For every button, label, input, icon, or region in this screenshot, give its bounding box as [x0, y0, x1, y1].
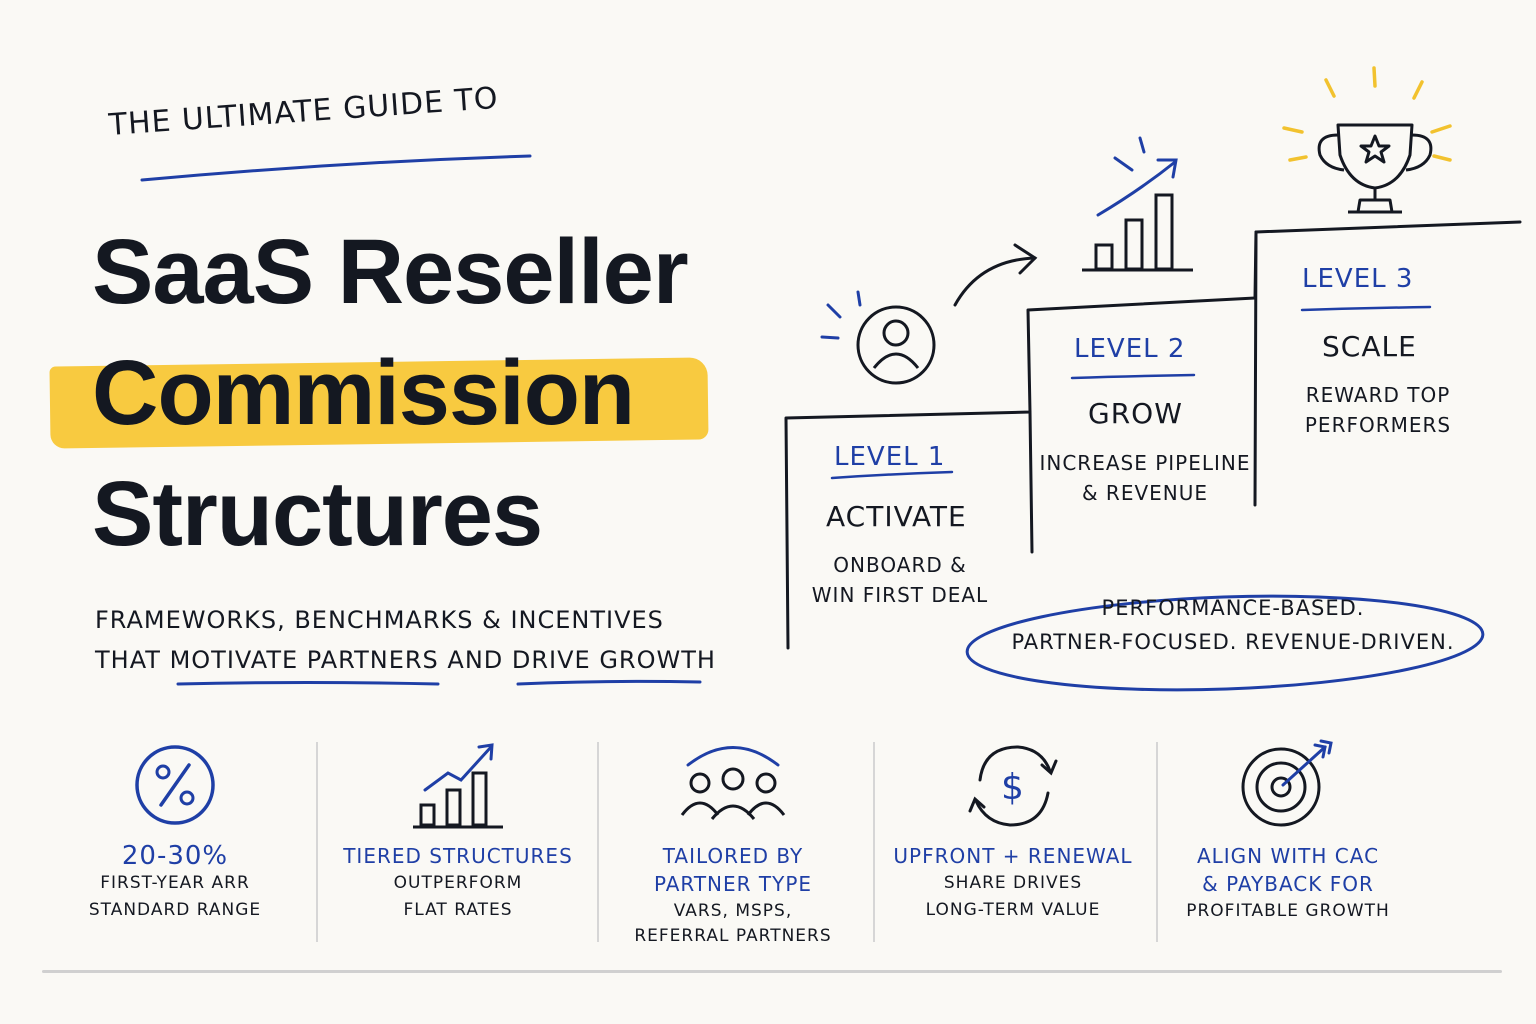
stat-heading: & PAYBACK FOR — [1202, 872, 1374, 896]
level-2-name: GROW — [1088, 397, 1183, 430]
stat-heading: PARTNER TYPE — [653, 872, 813, 896]
stat-body: OUTPERFORM — [393, 873, 523, 893]
stat-body: PROFITABLE GROWTH — [1186, 901, 1390, 921]
stat-body: VARS, MSPS, — [673, 901, 793, 921]
kicker: THE ULTIMATE GUIDE TO — [107, 80, 500, 143]
divider — [316, 742, 318, 942]
subtitle-mid: AND — [438, 646, 512, 674]
level-3-name: SCALE — [1322, 330, 1417, 363]
stat-upfront-renewal: $ UPFRONT + RENEWAL SHARE DRIVES LONG-TE… — [873, 730, 1153, 924]
stat-body: LONG-TERM VALUE — [925, 900, 1101, 920]
level-1-desc: ONBOARD &WIN FIRST DEAL — [811, 553, 989, 607]
stat-tiered-structures: TIERED STRUCTURES OUTPERFORM FLAT RATES — [318, 730, 598, 924]
tagline-line-1: PERFORMANCE-BASED. — [1101, 596, 1365, 620]
growth-chart-icon — [413, 743, 503, 829]
divider — [873, 742, 875, 942]
partners-group-icon — [680, 746, 786, 820]
stat-body: FLAT RATES — [403, 900, 513, 920]
level-1-label: LEVEL 1 — [834, 442, 946, 472]
dollar-cycle-icon: $ — [968, 745, 1058, 827]
stat-heading: 20-30% — [121, 841, 229, 871]
subtitle-emphasis-2: DRIVE GROWTH — [511, 646, 716, 674]
subtitle-line-2: THAT MOTIVATE PARTNERS AND DRIVE GROWTH — [95, 646, 716, 674]
bottom-rule — [42, 970, 1502, 973]
level-3-label: LEVEL 3 — [1302, 264, 1414, 294]
stat-body: STANDARD RANGE — [88, 900, 262, 920]
svg-text:$: $ — [1001, 767, 1025, 808]
subtitle-start: THAT — [95, 646, 170, 674]
kicker-underline — [140, 154, 532, 182]
stat-heading: ALIGN WITH CAC — [1196, 844, 1380, 868]
title-line-1: SaaS Reseller — [92, 221, 689, 323]
stat-commission-range: 20-30% FIRST-YEAR ARR STANDARD RANGE — [35, 730, 315, 924]
tagline-line-2: PARTNER-FOCUSED. REVENUE-DRIVEN. — [1011, 630, 1455, 654]
stat-body: REFERRAL PARTNERS — [634, 926, 832, 946]
percent-icon — [135, 745, 215, 825]
subtitle-emphasis-1: MOTIVATE PARTNERS — [169, 646, 439, 674]
title-line-3: Structures — [92, 463, 543, 565]
curved-arrow-icon — [953, 243, 1038, 307]
subtitle-underlines — [176, 679, 702, 686]
subtitle-line-1: FRAMEWORKS, BENCHMARKS & INCENTIVES — [95, 606, 664, 634]
level-1-name: ACTIVATE — [826, 500, 967, 533]
stat-cac-payback: ALIGN WITH CAC & PAYBACK FOR PROFITABLE … — [1148, 730, 1428, 925]
stat-body: SHARE DRIVES — [943, 873, 1083, 893]
staircase-drawing — [784, 66, 1522, 692]
stat-body: FIRST-YEAR ARR — [100, 873, 250, 893]
person-icon — [856, 305, 936, 385]
divider — [1156, 742, 1158, 942]
trophy-icon — [1317, 123, 1433, 214]
stat-partner-type: TAILORED BY PARTNER TYPE VARS, MSPS, REF… — [593, 730, 873, 947]
stat-heading: UPFRONT + RENEWAL — [893, 844, 1133, 868]
target-icon — [1241, 739, 1333, 827]
growth-bars-icon — [1082, 193, 1193, 272]
stat-heading: TIERED STRUCTURES — [343, 844, 573, 868]
divider — [597, 742, 599, 942]
level-2-label: LEVEL 2 — [1074, 334, 1186, 364]
level-2-desc: INCREASE PIPELINE& REVENUE — [1039, 451, 1251, 505]
title-line-2: Commission — [92, 342, 635, 444]
stat-heading: TAILORED BY — [662, 844, 804, 868]
